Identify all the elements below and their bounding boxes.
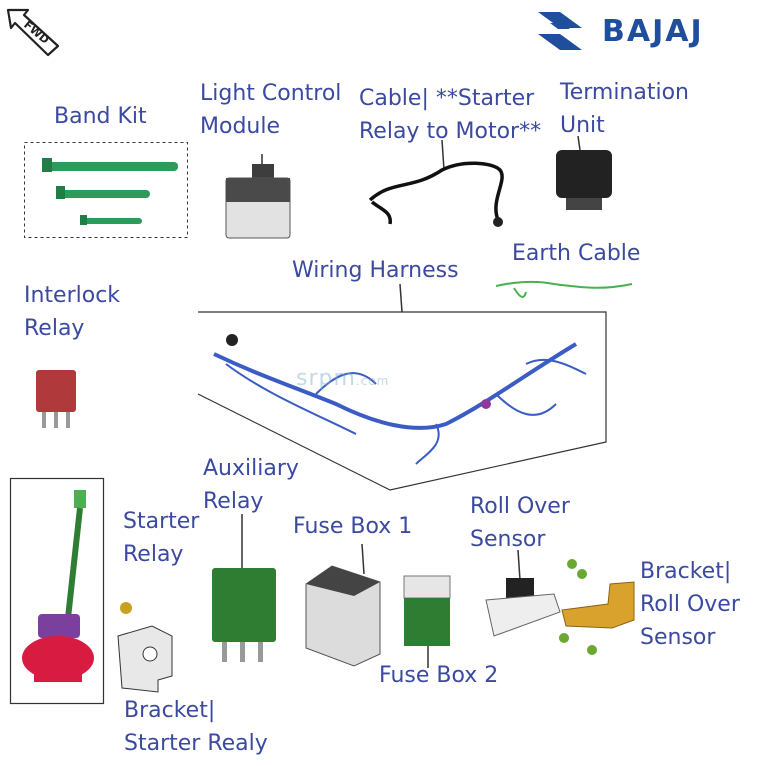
- auxiliary-relay-image: [212, 514, 276, 662]
- brand-name: BAJAJ: [602, 14, 704, 49]
- band-kit-image: [24, 142, 188, 238]
- light-control-module-image: [225, 154, 291, 239]
- starter-relay-image: [9, 477, 105, 705]
- label-band-kit: Band Kit: [54, 104, 147, 129]
- wiring-harness-image: [197, 283, 607, 491]
- interlock-relay-image: [36, 370, 76, 428]
- bracket-starter-relay-image: [117, 602, 173, 693]
- roll-over-sensor-image: [485, 549, 561, 637]
- termination-unit-image: [556, 135, 612, 210]
- fuse-box-1-image: [305, 543, 381, 667]
- fuse-box-2-image: [403, 575, 451, 668]
- label-bracket-starter-relay: Bracket|Starter Realy: [124, 698, 268, 756]
- label-fuse-box-1: Fuse Box 1: [293, 514, 413, 539]
- watermark-text: srpm.com: [296, 366, 390, 391]
- label-fuse-box-2: Fuse Box 2: [379, 663, 499, 688]
- bajaj-logo-icon: [538, 12, 582, 50]
- label-wiring-harness: Wiring Harness: [292, 258, 459, 283]
- label-earth-cable: Earth Cable: [512, 241, 641, 266]
- forward-arrow-icon: [6, 8, 60, 57]
- bracket-roll-over-sensor-image: [559, 559, 635, 655]
- earth-cable-image: [495, 280, 633, 298]
- cable-starter-image: [368, 139, 504, 227]
